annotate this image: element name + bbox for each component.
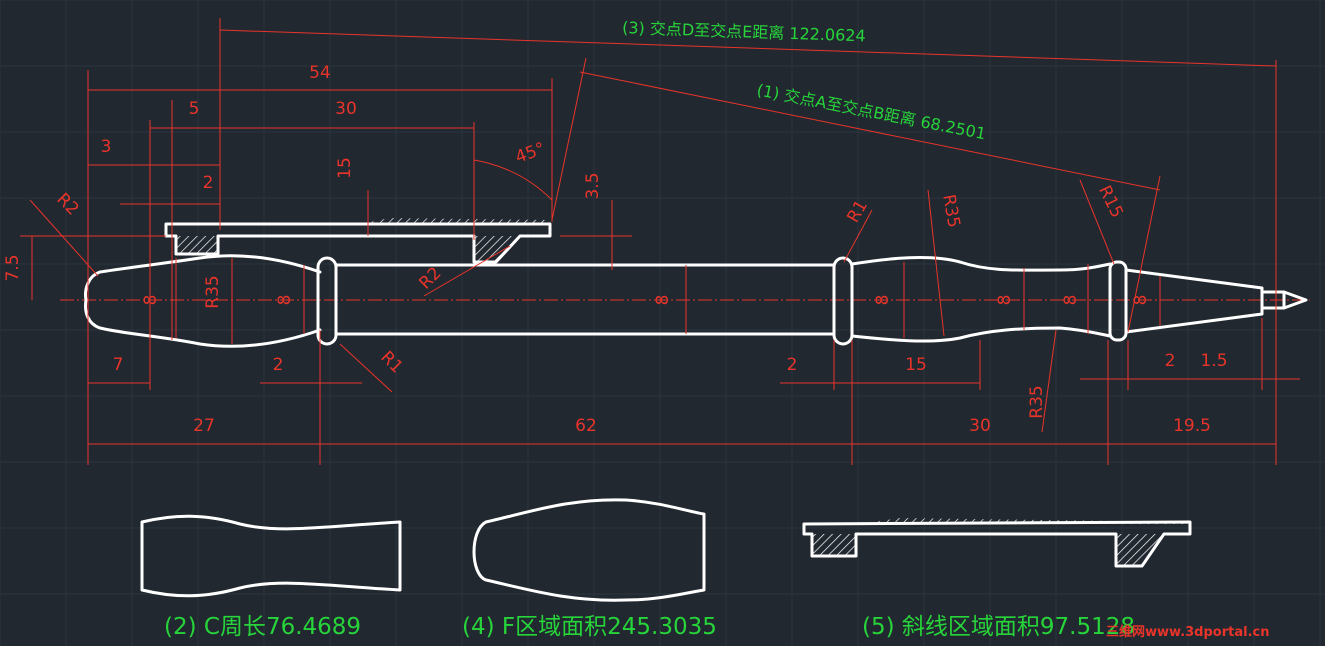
dim-r1-left: R1: [376, 347, 406, 377]
dim-3-5: 3.5: [583, 172, 603, 199]
dim-r35-cap: R35: [203, 275, 223, 308]
dim-5: 5: [189, 99, 200, 119]
clip-hatch-left: [176, 236, 218, 254]
hatched-region-view: [802, 518, 1192, 568]
clip-hatch-right: [474, 236, 520, 262]
ring-left: [316, 256, 338, 346]
watermark: 三维网www.3dportal.cn: [1106, 624, 1269, 640]
dim-54: 54: [309, 63, 331, 83]
dim-1-5-tip: 1.5: [1200, 351, 1227, 371]
ring-tip: [1108, 260, 1128, 342]
caption-hatched-area: (5) 斜线区域面积97.5128: [862, 614, 1135, 640]
dim-8-ring: 8: [275, 295, 295, 306]
dim-8-cap: 8: [141, 295, 161, 306]
dimension-lines: [20, 18, 1300, 465]
dim-8-cone: 8: [1131, 295, 1151, 306]
dim-30-grip: 30: [969, 416, 991, 436]
note-distance-d-e: (3) 交点D至交点E距离 122.0624: [622, 18, 866, 45]
end-cap-outline: [84, 254, 322, 348]
dim-r35-lower: R35: [1027, 385, 1047, 418]
barrel-outline: [334, 263, 836, 336]
tip-nib: [1260, 290, 1308, 310]
region-f-outline: [472, 498, 706, 602]
caption-c-perimeter: (2) C周长76.4689: [164, 614, 361, 640]
ring-right: [832, 256, 854, 346]
dim-8-barrel: 8: [653, 295, 673, 306]
grip-outline: [850, 256, 1112, 343]
dim-45-degrees: 45°: [513, 139, 548, 168]
dim-2-clip: 2: [203, 173, 214, 193]
dim-1-5-clip: 15: [335, 157, 355, 179]
dim-2-ring-left: 2: [273, 355, 284, 375]
dim-7: 7: [113, 355, 124, 375]
tip-cone: [1124, 268, 1264, 334]
dim-r2-clip: R2: [415, 263, 445, 293]
dim-27: 27: [193, 416, 215, 436]
dim-8-grip: 8: [873, 295, 893, 306]
dim-19-5: 19.5: [1173, 416, 1211, 436]
dim-r2-end: R2: [52, 189, 82, 219]
dim-r1-right: R1: [843, 197, 872, 227]
pen-clip: [164, 218, 552, 264]
dim-7-5: 7.5: [3, 254, 23, 281]
dim-3: 3: [101, 137, 112, 157]
region-c-outline: [140, 514, 402, 598]
note-distance-a-b: (1) 交点A至交点B距离 68.2501: [755, 80, 987, 143]
dim-2-ring-right: 2: [787, 355, 798, 375]
dim-62: 62: [575, 416, 597, 436]
caption-f-area: (4) F区域面积245.3035: [462, 614, 717, 640]
dim-15: 15: [905, 355, 927, 375]
dim-2-tip: 2: [1165, 351, 1176, 371]
dim-8-waist: 8: [995, 295, 1015, 306]
dimension-texts: 54 5 30 3 2 15 45° 3.5 R2 R2 7.5 8 R35 8…: [3, 63, 1228, 436]
dim-30: 30: [335, 99, 357, 119]
dim-8-neck: 8: [1061, 295, 1081, 306]
pen-main-view: [84, 254, 1308, 348]
